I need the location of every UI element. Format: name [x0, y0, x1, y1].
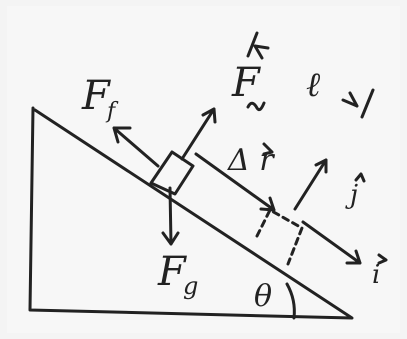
- friction-arrow: [112, 126, 160, 168]
- unit-i-arrow: [301, 220, 362, 265]
- normal-label: F: [231, 60, 261, 106]
- gravity-arrow: [161, 186, 180, 246]
- unit-i-label: i: [372, 260, 380, 290]
- unit-j-label: j: [345, 180, 358, 210]
- length-label: ℓ: [306, 65, 320, 105]
- angle-label: θ: [254, 279, 272, 314]
- length-right-tick: [341, 88, 375, 119]
- angle-arc: [285, 282, 296, 320]
- displacement-arrow: [194, 152, 276, 212]
- j-hat: [354, 172, 366, 183]
- friction-label: F: [81, 73, 111, 119]
- displacement-label: Δ r: [227, 143, 275, 178]
- dashed-block: [255, 208, 304, 266]
- r-hat: [262, 142, 274, 156]
- paper-background: [7, 6, 400, 333]
- unit-j-arrow: [293, 158, 328, 211]
- incline-triangle: [28, 106, 354, 320]
- block: [149, 150, 195, 196]
- i-hat: [377, 253, 388, 265]
- normal-arrow: [180, 107, 217, 161]
- friction-subscript: f: [105, 99, 119, 124]
- gravity-subscript: g: [183, 272, 198, 300]
- n-subscript-mark: [246, 101, 266, 112]
- gravity-label: F: [157, 249, 187, 295]
- length-left-tick: [246, 31, 270, 60]
